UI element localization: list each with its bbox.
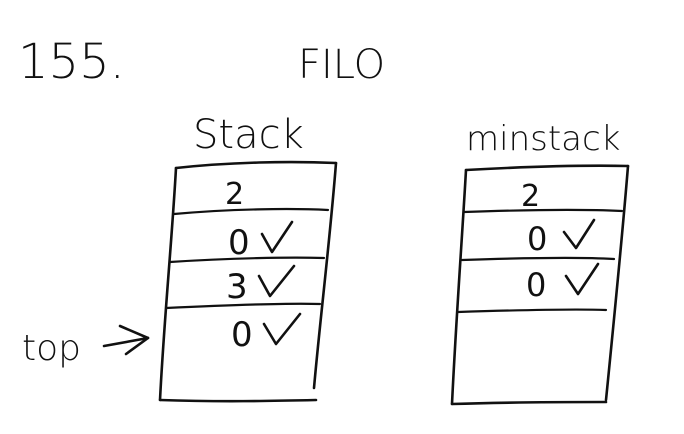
checkmark-icon [564, 262, 600, 296]
top-pointer-label: top [22, 328, 81, 369]
stack-box [158, 160, 338, 403]
minstack-cell-value: 0 [526, 266, 546, 304]
arrow-right-icon [102, 324, 150, 356]
stack-cell-value: 0 [228, 223, 250, 263]
heading-filo: FILO [298, 42, 385, 88]
minstack-cell-value: 2 [521, 179, 540, 214]
minstack-divider [456, 308, 608, 314]
stack-cell-value: 2 [225, 177, 244, 212]
checkmark-icon [562, 218, 596, 250]
stack-divider [168, 256, 326, 264]
checkmark-icon [262, 312, 302, 346]
minstack-cell-value: 0 [527, 220, 547, 258]
minstack-divider [460, 256, 616, 262]
minstack-divider [462, 208, 624, 214]
problem-number: 155. [18, 34, 125, 90]
stack-cell-value: 0 [231, 315, 253, 355]
stack-divider [172, 207, 330, 216]
checkmark-icon [257, 264, 296, 298]
stack-cell-value: 3 [226, 267, 248, 307]
minstack-box [450, 164, 630, 406]
stack-divider [164, 302, 322, 310]
checkmark-icon [260, 220, 294, 254]
stack-title: Stack [193, 112, 304, 158]
minstack-title: minstack [466, 119, 620, 159]
